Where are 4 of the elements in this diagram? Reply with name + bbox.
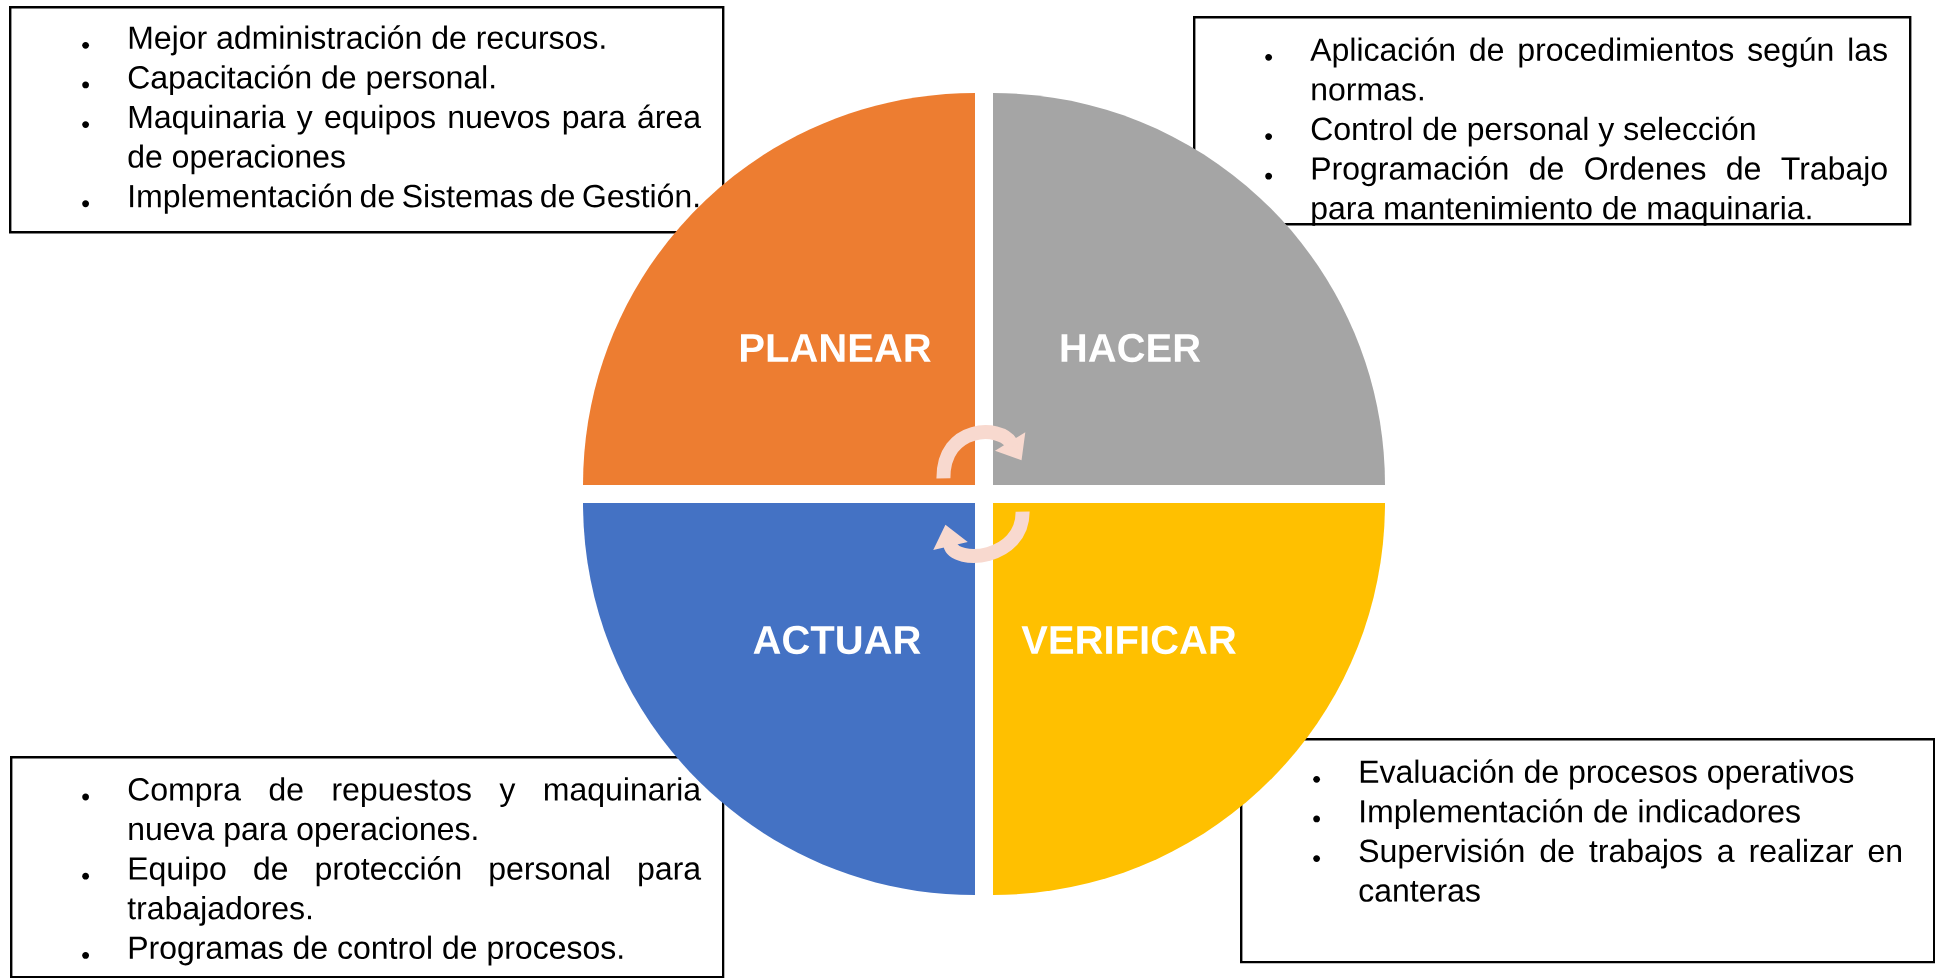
bullet-list-box: Compra de repuestos y maquinaria nueva para operaciones. Equipo de protección personal para trabajadores. Programas de control de procesos. xyxy=(10,756,725,978)
bullet-list-box: Mejor administración de recursos. Capacitación de personal. Maquinaria y equipos nuevos para área de operaciones Implementación de Sistemas de Gestión. xyxy=(9,6,725,234)
bullet-list-box: Aplicación de procedimientos según las normas. Control de personal y selección Programación de Ordenes de Trabajo para mantenimiento de maquinaria. xyxy=(1193,16,1912,226)
bullet-list-box: Evaluación de procesos operativos Implementación de indicadores Supervisión de trabajos a realizar en canteras xyxy=(1240,738,1935,964)
